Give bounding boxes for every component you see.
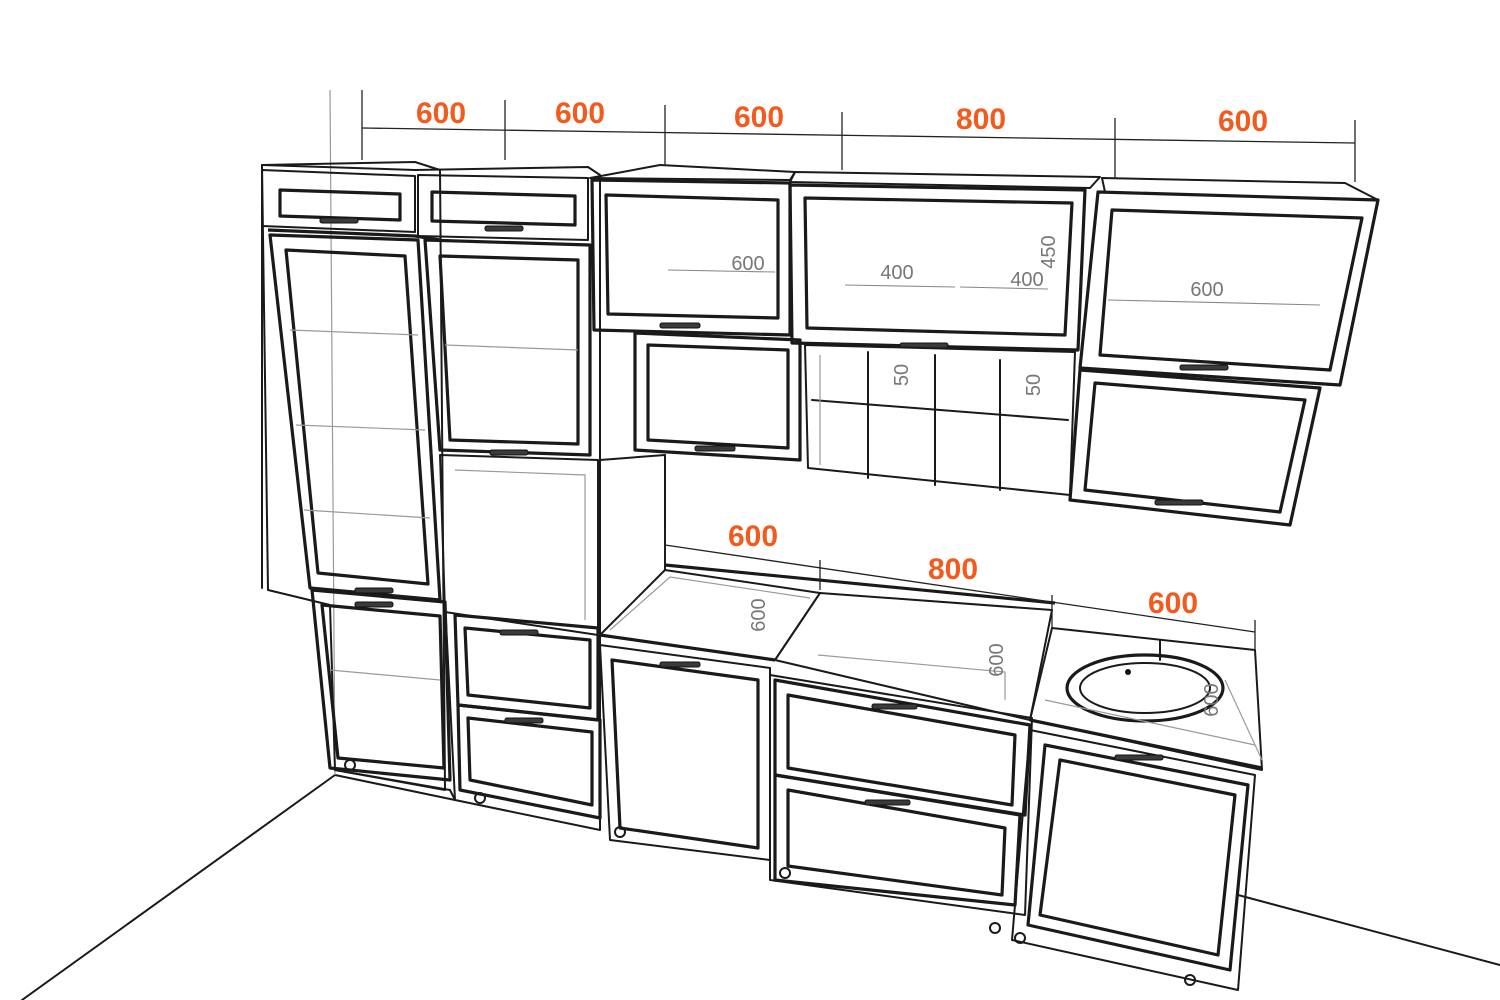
door-handle-icon (659, 661, 701, 668)
upper-width-labels: 600 600 600 800 600 (416, 97, 1268, 138)
drawer-handle-icon (319, 217, 359, 224)
door-handle-icon (659, 322, 701, 329)
sink-bowl-icon (1065, 653, 1225, 723)
base-cabinet-2: 600 (664, 563, 1056, 916)
upper-width-3: 600 (734, 101, 784, 134)
upper-width-1: 600 (416, 97, 466, 130)
door-handle-icon (1179, 364, 1229, 371)
upper-width-2: 600 (555, 97, 605, 130)
door-handle-icon (354, 587, 394, 594)
dim-counter-depth-1: 600 (748, 598, 770, 631)
upper-cabinet-5: 600 (1068, 177, 1380, 527)
room-outline (21, 89, 1500, 1000)
upper-dimension-lines (361, 90, 1356, 182)
drawer-handle-icon (499, 629, 539, 636)
drawer-handle-icon (504, 717, 544, 724)
base-width-3: 600 (1148, 587, 1198, 620)
cabinet-feet (344, 759, 1196, 986)
dim-upper-door-5: 600 (1190, 279, 1223, 301)
dim-counter-depth-3: 600 (1201, 683, 1223, 716)
tall-cabinet-1 (261, 161, 456, 801)
upper-cabinet-4: 400 400 450 50 50 (788, 171, 1101, 496)
door-handle-icon (1154, 499, 1204, 506)
dim-counter-depth-2: 600 (986, 643, 1008, 676)
dim-upper-door-4-height: 450 (1038, 235, 1060, 268)
upper-width-4: 800 (956, 103, 1006, 136)
upper-width-5: 600 (1218, 105, 1268, 138)
door-handle-icon (354, 601, 394, 608)
base-dimension-lines (664, 528, 1256, 650)
dim-upper-door-4-left: 400 (880, 262, 913, 284)
drawer-handle-icon (484, 225, 524, 232)
dim-upper-door-3: 600 (731, 253, 764, 275)
door-handle-icon (1114, 754, 1164, 761)
door-handle-icon (489, 449, 529, 456)
drawer-handle-icon (871, 703, 918, 710)
dim-rack-left: 50 (891, 364, 913, 386)
dim-rack-right: 50 (1023, 374, 1045, 396)
door-handle-icon (694, 445, 736, 452)
base-width-2: 800 (928, 553, 978, 586)
base-width-labels: 600 800 600 (728, 520, 1198, 620)
upper-cabinet-3: 600 (589, 164, 802, 636)
dim-upper-door-4-right: 400 (1010, 269, 1043, 291)
drawer-handle-icon (864, 799, 911, 806)
base-cabinet-3-sink: 600 (1011, 627, 1263, 991)
base-width-1: 600 (728, 520, 778, 553)
